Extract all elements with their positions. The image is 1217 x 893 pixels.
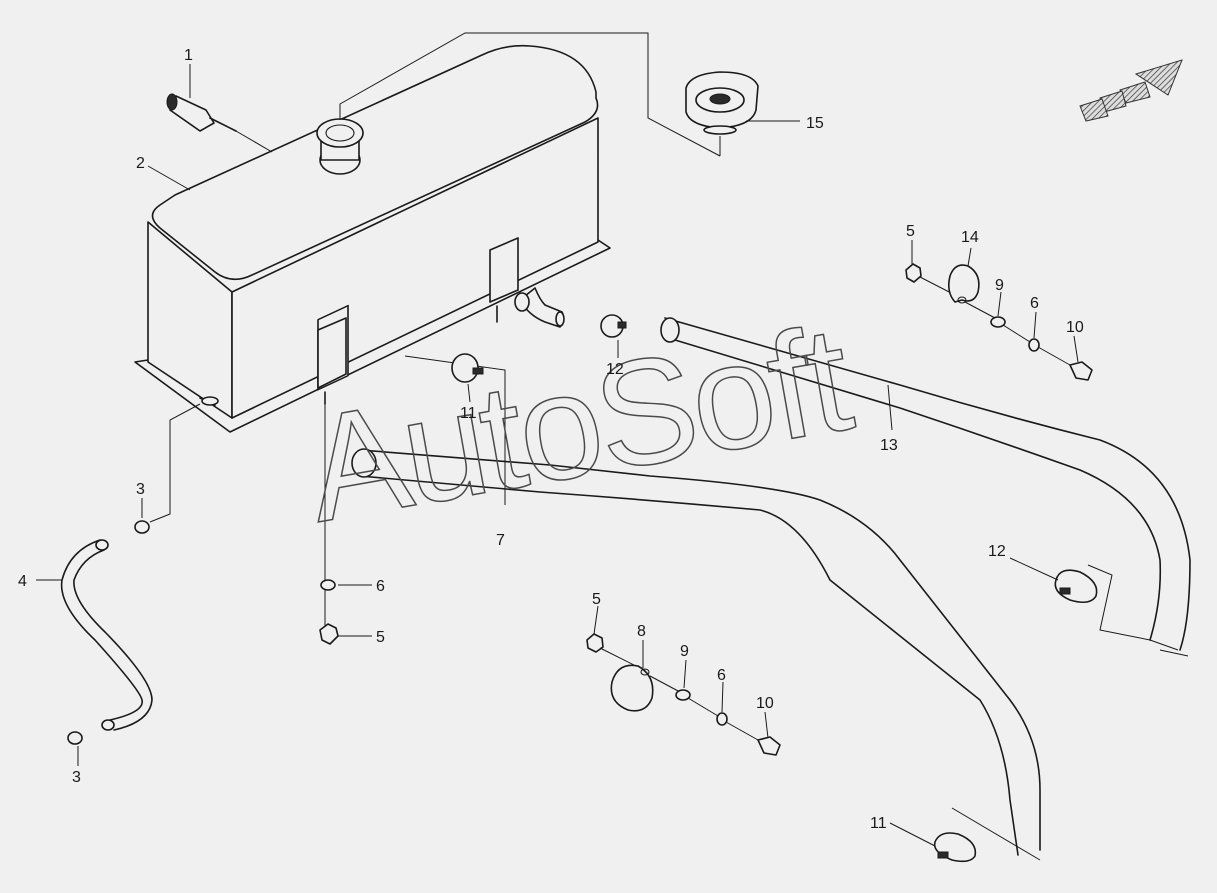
- callout-5-right: 5: [906, 223, 915, 240]
- direction-arrow-icon: [1079, 59, 1183, 122]
- radiator-cap: [685, 71, 759, 135]
- callout-3-lower: 3: [72, 769, 81, 786]
- expansion-tank: [134, 44, 611, 433]
- callout-15: 15: [806, 115, 824, 132]
- stud-assembly: [319, 404, 339, 645]
- small-hose: [60, 403, 201, 745]
- callout-10-right: 10: [1066, 319, 1084, 336]
- temperature-sensor: [166, 93, 273, 153]
- callout-6-lower: 6: [717, 667, 726, 684]
- callout-9-lower: 9: [680, 643, 689, 660]
- bracket-clamp-14-group: [905, 263, 1093, 381]
- callout-14: 14: [961, 229, 979, 246]
- callout-7: 7: [496, 532, 505, 549]
- callout-6-right: 6: [1030, 295, 1039, 312]
- long-hose: [351, 355, 1041, 856]
- upper-hose: [660, 317, 1191, 657]
- callout-10-lower: 10: [756, 695, 774, 712]
- callout-2: 2: [136, 155, 145, 172]
- callout-11-lower: 11: [870, 815, 887, 832]
- callout-4: 4: [18, 573, 27, 590]
- callout-5-stud: 5: [376, 629, 385, 646]
- callout-leaders: [36, 64, 1079, 847]
- callout-1: 1: [184, 47, 193, 64]
- callout-8: 8: [637, 623, 646, 640]
- callout-3-upper: 3: [136, 481, 145, 498]
- callout-9-right: 9: [995, 277, 1004, 294]
- bracket-clamp-8-group: [586, 633, 781, 756]
- callout-5-lower: 5: [592, 591, 601, 608]
- callout-11-upper: 11: [460, 405, 477, 422]
- hose-clamp-12-lower: [1054, 564, 1151, 641]
- callout-labels: 1 2 3 3 4 6 5 7 11 12 13 15 5 14 9 6 10 …: [18, 47, 1084, 832]
- callout-13: 13: [880, 437, 898, 454]
- hose-clamp-12-upper: [600, 314, 627, 338]
- callout-12-lower: 12: [988, 543, 1006, 560]
- hose-clamp-11-upper: [451, 353, 484, 383]
- hose-clamp-11-lower: [933, 807, 1041, 863]
- callout-6-stud: 6: [376, 578, 385, 595]
- callout-12-upper: 12: [606, 361, 624, 378]
